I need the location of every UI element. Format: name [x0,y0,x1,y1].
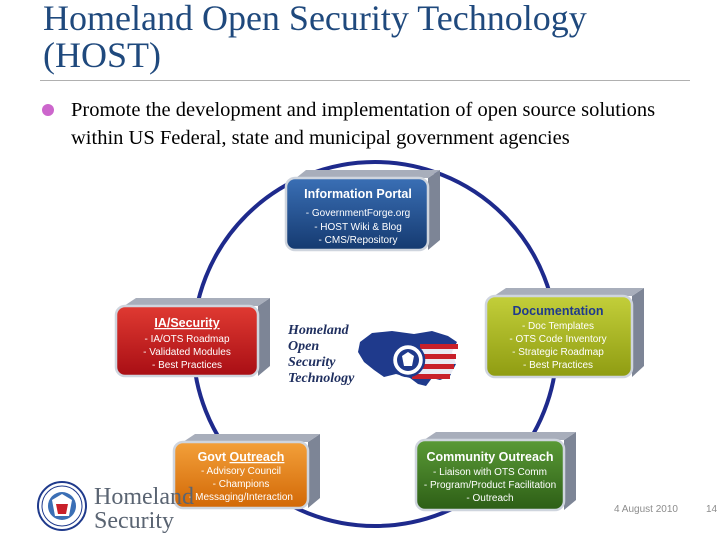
documentation-item: - OTS Code Inventory [509,334,606,345]
ia-security-item: - Validated Modules [143,347,231,358]
center-logo-line: Homeland [287,323,350,338]
documentation-item: - Best Practices [523,360,593,371]
dhs-wordmark-security: Security [94,508,174,534]
slide-title-line2: (HOST) [43,35,161,75]
community-outreach-item: - Program/Product Facilitation [424,480,556,491]
box-ia-security[interactable]: IA/Security - IA/OTS Roadmap - Validated… [114,298,270,378]
govt-outreach-title-prefix: Govt [198,450,230,464]
slide-title: Homeland Open Security Technology (HOST) [43,0,703,74]
center-logo-line: Open [288,339,319,354]
ia-security-title: IA/Security [154,316,219,330]
information-portal-title: Information Portal [304,187,412,201]
govt-outreach-title-emph: Outreach [230,450,285,464]
center-logo-line: Security [288,355,336,370]
govt-outreach-title: Govt Outreach [198,450,285,464]
govt-outreach-item: - Messaging/Interaction [189,492,293,503]
us-flag-stripes [412,344,458,379]
information-portal-item: - HOST Wiki & Blog [314,222,402,233]
slide-title-line1: Homeland Open Security Technology [43,0,587,38]
box-community-outreach[interactable]: Community Outreach - Liaison with OTS Co… [414,432,576,512]
community-outreach-title: Community Outreach [426,450,553,464]
information-portal-item: - CMS/Repository [319,235,398,246]
center-logo-line: Technology [288,371,355,386]
title-divider [40,80,690,81]
information-portal-item: - GovernmentForge.org [306,208,411,219]
documentation-title: Documentation [513,304,604,318]
documentation-item: - Strategic Roadmap [512,347,604,358]
page-number: 14 [706,504,718,515]
govt-outreach-item: - Advisory Council [201,466,281,477]
ia-security-item: - Best Practices [152,360,222,371]
footer-date: 4 August 2010 [614,504,678,515]
dhs-footer-seal-icon [37,481,87,531]
bullet-text: Promote the development and implementati… [71,99,656,149]
dhs-wordmark-homeland: Homeland [94,484,194,510]
box-govt-outreach[interactable]: Govt Outreach - Advisory Council - Champ… [172,434,320,510]
ia-security-item: - IA/OTS Roadmap [144,334,229,345]
community-outreach-item: - Outreach [466,493,513,504]
community-outreach-item: - Liaison with OTS Comm [433,467,547,478]
govt-outreach-item: - Champions [213,479,270,490]
box-documentation[interactable]: Documentation - Doc Templates - OTS Code… [484,288,644,379]
host-center-logo: Homeland Open Security Technology [287,323,458,386]
box-information-portal[interactable]: Information Portal - GovernmentForge.org… [284,170,440,252]
bullet-icon [42,104,54,116]
documentation-item: - Doc Templates [522,321,594,332]
